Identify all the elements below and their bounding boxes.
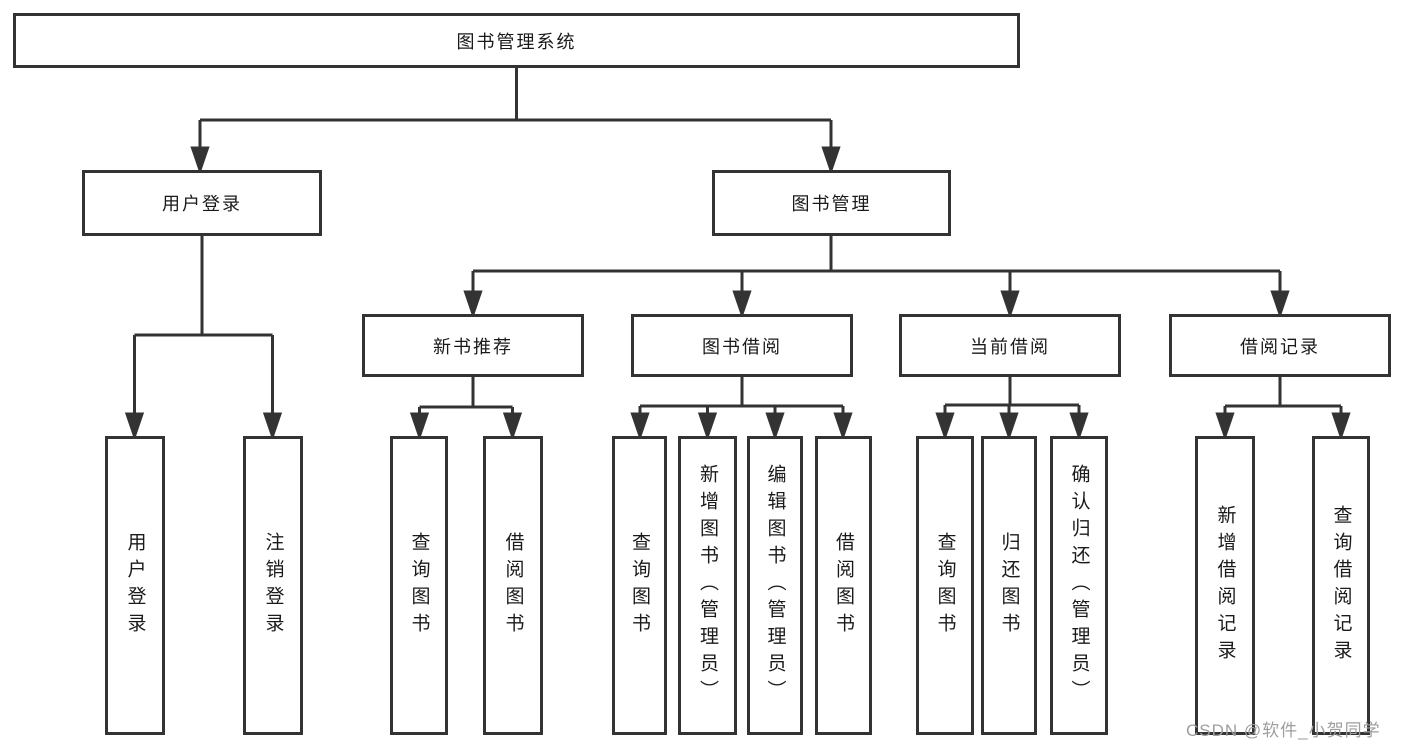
connector-book-management-children: [463, 236, 1290, 319]
leaf-return-books: 归还图书: [981, 436, 1037, 735]
leaf-add-borrow-record: 新增借阅记录: [1195, 436, 1255, 735]
leaf-query-books-current: 查询图书: [916, 436, 974, 735]
connector-borrowing-records-children: [1215, 377, 1351, 441]
leaf-query-borrow-record: 查询借阅记录: [1312, 436, 1370, 735]
leaf-confirm-return-admin: 确认归还（管理员）: [1050, 436, 1108, 735]
connector-new-book-recommend-children: [409, 377, 523, 441]
leaf-borrow-books-recommend: 借阅图书: [483, 436, 543, 735]
node-root-library-system: 图书管理系统: [13, 13, 1020, 68]
leaf-edit-books-admin: 编辑图书（管理员）: [747, 436, 803, 735]
leaf-logout-login: 注销登录: [243, 436, 303, 735]
leaf-user-login: 用户登录: [105, 436, 165, 735]
node-borrowing-records: 借阅记录: [1169, 314, 1391, 377]
connector-current-borrowing-children: [935, 377, 1089, 441]
leaf-add-books-admin: 新增图书（管理员）: [678, 436, 737, 735]
leaf-query-books-borrow: 查询图书: [612, 436, 667, 735]
node-current-borrowing: 当前借阅: [899, 314, 1121, 377]
node-new-book-recommend: 新书推荐: [362, 314, 584, 377]
connector-root-to-level1: [190, 68, 841, 175]
node-user-login: 用户登录: [82, 170, 322, 236]
node-book-borrowing: 图书借阅: [631, 314, 853, 377]
connector-user-login-children: [124, 236, 283, 441]
csdn-watermark: CSDN @软件_小贺同学: [1186, 721, 1381, 740]
leaf-query-books-recommend: 查询图书: [390, 436, 448, 735]
leaf-borrow-books-borrow: 借阅图书: [815, 436, 872, 735]
connector-book-borrowing-children: [630, 377, 853, 441]
node-book-management: 图书管理: [712, 170, 951, 236]
